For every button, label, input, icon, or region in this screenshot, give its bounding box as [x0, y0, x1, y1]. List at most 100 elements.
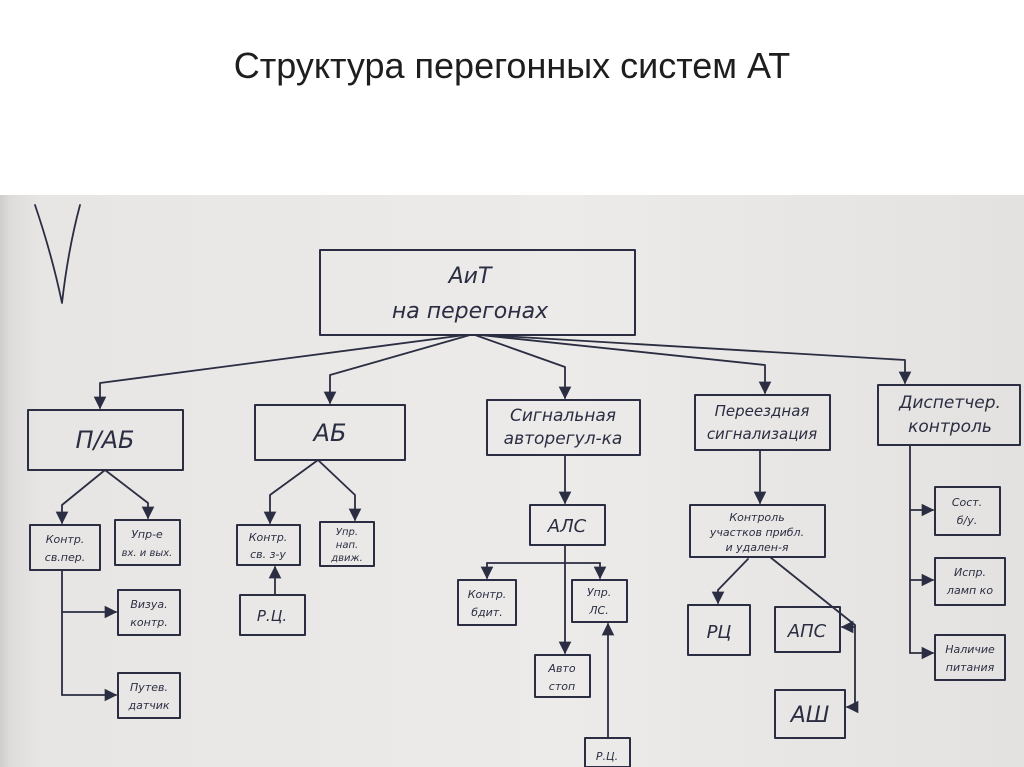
node-ab-rc: Р.Ц. [239, 594, 306, 636]
node-box [114, 519, 181, 566]
node-box [694, 394, 831, 451]
node-label: Испр. [954, 566, 986, 579]
node-box [774, 606, 841, 653]
node-sig-autostop: Авто стоп [534, 654, 591, 698]
node-label: бдит. [471, 606, 502, 619]
node-label: Контр. [468, 588, 507, 601]
node-label: Р.Ц. [257, 607, 287, 625]
node-label: сигнализация [707, 425, 817, 443]
node-label: Наличие [945, 643, 995, 656]
connector-arrow [479, 334, 772, 395]
node-label: Контр. [249, 531, 288, 544]
node-box [584, 737, 631, 767]
node-pab-sensor: Путев. датчик [117, 672, 181, 719]
node-box [236, 524, 301, 566]
connector-arrow [104, 469, 155, 520]
node-pab-ctrl: Контр. св.пер. [29, 524, 101, 571]
node-box [934, 557, 1006, 606]
node-ab: АБ [254, 404, 406, 461]
node-box [457, 579, 517, 626]
node-label: Контр. [46, 533, 85, 546]
node-label: на перегонах [392, 299, 549, 324]
node-label: Сигнальная [510, 406, 616, 426]
node-disp-power: Наличие питания [934, 634, 1006, 681]
node-disp-lamps: Испр. ламп ко [934, 557, 1006, 606]
node-label: движ. [330, 553, 363, 564]
node-label: б/у. [957, 514, 978, 527]
node-label: АПС [787, 621, 827, 642]
node-label: нап. [336, 540, 358, 551]
node-box [486, 399, 641, 456]
node-sig-als: АЛС [529, 504, 606, 546]
node-box [117, 589, 181, 636]
node-pab-mgmt: Упр-е вх. и вых. [114, 519, 181, 566]
node-box [239, 594, 306, 636]
node-box [934, 634, 1006, 681]
node-cross-rc: РЦ [687, 604, 751, 656]
node-signal: Сигнальная авторегул-ка [486, 399, 641, 456]
node-dispatch: Диспетчер. контроль [877, 384, 1021, 446]
node-box [254, 404, 406, 461]
node-label: стоп [549, 680, 575, 693]
slide-title: Структура перегонных систем АТ [233, 45, 791, 86]
connector-line [769, 556, 856, 708]
node-pab-visual: Визуа. контр. [117, 589, 181, 636]
node-label: РЦ [707, 622, 732, 643]
node-label: авторегул-ка [504, 429, 623, 449]
connector-arrow [55, 469, 106, 525]
node-crossing: Переездная сигнализация [694, 394, 831, 451]
node-label: АБ [312, 419, 347, 447]
diagram-photo: АиТ на перегонах П/АБ АБ Сигнальная авто [0, 195, 1024, 767]
connector-arrow [474, 334, 572, 400]
node-box [529, 504, 606, 546]
node-label: Путев. [130, 681, 168, 694]
node-label: АиТ [447, 264, 493, 289]
node-ab-ctrl: Контр. св. з-у [236, 524, 301, 566]
connector-arrow [317, 459, 362, 522]
node-label: участков прибл. [709, 526, 804, 539]
node-box [29, 524, 101, 571]
node-label: Переездная [715, 402, 810, 420]
node-cross-ctrl: Контроль участков прибл. и удален-я [689, 504, 826, 558]
node-box [934, 486, 1001, 536]
node-box [774, 689, 846, 739]
node-label: Упр-е [131, 528, 163, 541]
node-label: Визуа. [130, 598, 167, 611]
node-box [571, 579, 628, 623]
node-label: питания [946, 661, 995, 674]
hand-drawn-diagram: АиТ на перегонах П/АБ АБ Сигнальная авто [27, 204, 1021, 767]
node-label: Контроль [729, 511, 784, 524]
node-label: Р.Ц. [596, 750, 618, 763]
check-mark [34, 204, 81, 304]
node-pab: П/АБ [27, 409, 184, 471]
node-label: АШ [789, 703, 830, 728]
node-label: и удален-я [725, 541, 788, 554]
connector-arrow [263, 459, 319, 525]
node-label: Упр. [587, 586, 611, 599]
node-label: датчик [127, 699, 169, 712]
node-sig-rc: Р.Ц. [584, 737, 631, 767]
node-box [877, 384, 1021, 446]
node-label: Диспетчер. [898, 393, 1001, 413]
node-label: ламп ко [946, 584, 993, 597]
node-root: АиТ на перегонах [319, 249, 636, 336]
connector-arrow [323, 334, 471, 405]
connector-arrow [711, 558, 749, 605]
node-label: св.пер. [45, 551, 85, 564]
connector-arrow [484, 334, 912, 385]
node-ab-direction: Упр. нап. движ. [319, 521, 375, 567]
node-box [319, 521, 375, 567]
node-label: Авто [547, 662, 575, 675]
node-cross-ash: АШ [774, 689, 846, 739]
node-disp-state: Сост. б/у. [934, 486, 1001, 536]
connector-arrow [93, 334, 466, 410]
node-sig-vigilance: Контр. бдит. [457, 579, 517, 626]
node-cross-aps: АПС [774, 606, 841, 653]
node-box [534, 654, 591, 698]
node-label: ЛС. [588, 604, 608, 617]
node-label: св. з-у [250, 548, 286, 561]
node-sig-ls: Упр. ЛС. [571, 579, 628, 623]
node-box [687, 604, 751, 656]
node-box [689, 504, 826, 558]
node-box [117, 672, 181, 719]
